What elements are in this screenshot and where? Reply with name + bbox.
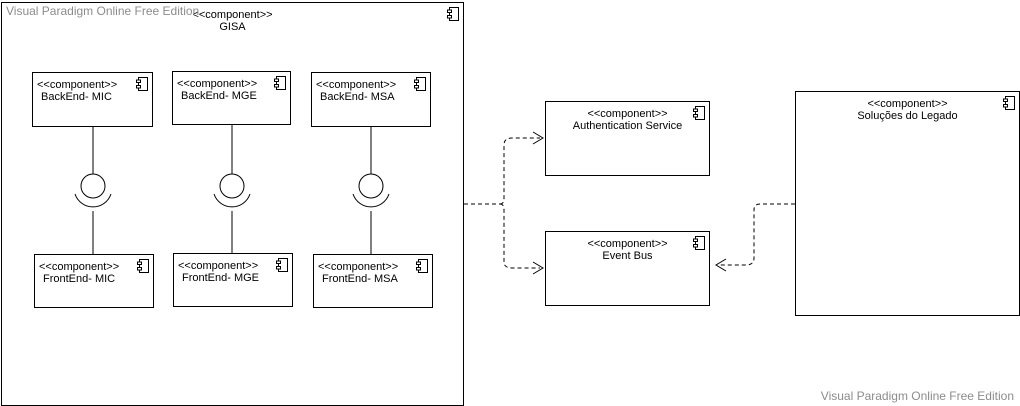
arrowhead-legacy — [715, 258, 727, 272]
watermark-bottom: Visual Paradigm Online Free Edition — [820, 389, 1014, 403]
provided-interface-icon — [219, 173, 245, 199]
frontend-mic-component[interactable]: <<component>> FrontEnd- MIC — [34, 254, 154, 308]
stereotype-label: <<component>> — [37, 79, 118, 91]
component-name: FrontEnd- MIC — [43, 273, 116, 285]
component-icon — [447, 7, 459, 21]
backend-msa-component[interactable]: <<component>> BackEnd- MSA — [311, 72, 431, 127]
component-name: FrontEnd- MSA — [322, 273, 398, 285]
authentication-service-component[interactable]: <<component>> Authentication Service — [545, 101, 710, 176]
stereotype-label: <<component>> — [867, 98, 948, 110]
component-icon — [276, 258, 288, 272]
stereotype-label: <<component>> — [192, 9, 273, 21]
component-icon — [416, 259, 428, 273]
component-name: BackEnd- MIC — [41, 91, 112, 103]
provided-interface-icon — [358, 173, 384, 199]
interface-link-mic — [74, 127, 112, 254]
component-icon — [136, 77, 148, 91]
arrowhead-auth — [532, 131, 544, 145]
watermark-top: Visual Paradigm Online Free Edition — [6, 4, 200, 18]
stereotype-label: <<component>> — [177, 78, 258, 90]
stereotype-label: <<component>> — [318, 261, 399, 273]
component-name: BackEnd- MGE — [181, 90, 257, 102]
component-icon — [693, 106, 705, 120]
component-name: Authentication Service — [572, 120, 683, 132]
interface-link-mge — [213, 125, 251, 253]
stereotype-label: <<component>> — [316, 79, 397, 91]
component-name: Soluções do Legado — [857, 110, 958, 122]
frontend-msa-component[interactable]: <<component>> FrontEnd- MSA — [313, 254, 433, 308]
required-interface-icon — [352, 193, 390, 208]
component-icon — [137, 259, 149, 273]
dependency-legacy-to-bus — [720, 203, 795, 266]
provided-interface-icon — [80, 173, 106, 199]
frontend-mge-component[interactable]: <<component>> FrontEnd- MGE — [173, 253, 293, 307]
stereotype-label: <<component>> — [587, 108, 668, 120]
gisa-component[interactable]: <<component>> GISA — [1, 2, 464, 406]
component-name: FrontEnd- MGE — [182, 272, 260, 284]
component-icon — [693, 236, 705, 250]
arrowhead-bus — [532, 261, 544, 275]
backend-mge-component[interactable]: <<component>> BackEnd- MGE — [172, 71, 291, 125]
stereotype-label: <<component>> — [587, 238, 668, 250]
event-bus-component[interactable]: <<component>> Event Bus — [545, 231, 710, 306]
component-icon — [274, 76, 286, 90]
component-name: Event Bus — [602, 250, 653, 262]
component-icon — [1003, 96, 1015, 110]
legacy-solutions-component[interactable]: <<component>> Soluções do Legado — [795, 91, 1020, 316]
interface-link-msa — [352, 127, 390, 254]
component-name: GISA — [219, 21, 246, 33]
backend-mic-component[interactable]: <<component>> BackEnd- MIC — [32, 72, 153, 127]
required-interface-icon — [74, 193, 112, 208]
stereotype-label: <<component>> — [178, 260, 259, 272]
component-icon — [414, 77, 426, 91]
dependency-gisa-to-services — [464, 137, 540, 269]
required-interface-icon — [213, 193, 251, 208]
stereotype-label: <<component>> — [39, 261, 120, 273]
component-name: BackEnd- MSA — [320, 91, 395, 103]
